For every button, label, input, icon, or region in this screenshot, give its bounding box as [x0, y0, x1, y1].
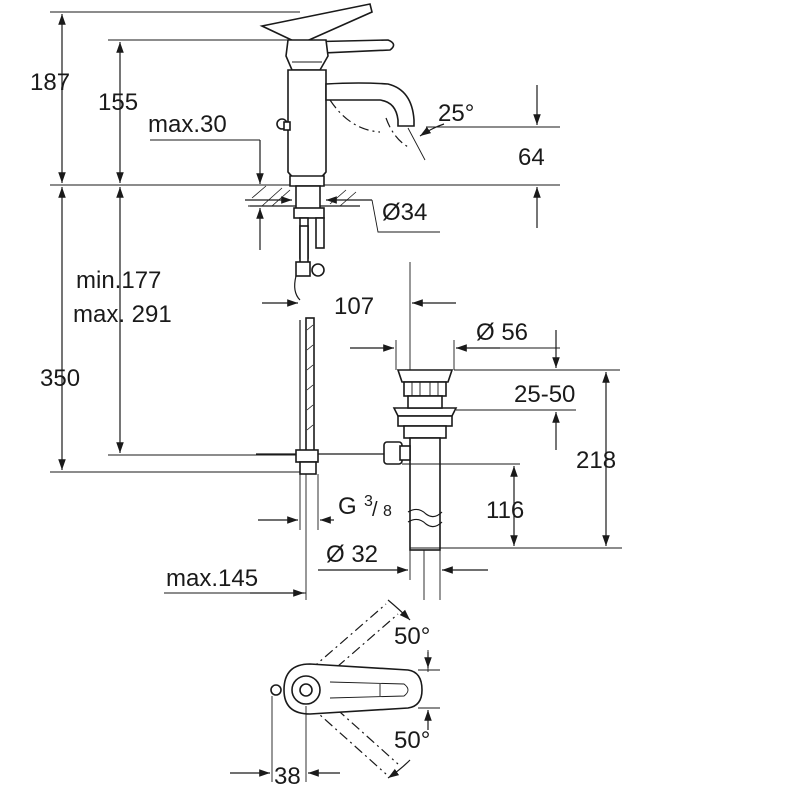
dim-max-30-lines	[150, 139, 298, 250]
dim-dia-56: Ø 56	[476, 319, 528, 346]
angle-25-marker	[407, 123, 500, 161]
dim-dia-32-lines	[318, 550, 488, 600]
dim-min-177: min.177	[76, 267, 161, 294]
dim-max-30: max.30	[148, 111, 227, 138]
dim-107-lines	[262, 262, 456, 370]
dim-dia-32: Ø 32	[326, 541, 378, 568]
dim-thread-slash: /	[372, 499, 378, 521]
dim-25-50-lines	[454, 330, 620, 450]
left-dimension-lines	[50, 11, 360, 473]
dim-dia-56-lines	[350, 340, 560, 370]
faucet-body	[259, 3, 415, 187]
faucet-top-view	[270, 603, 423, 775]
dim-dia-34: Ø34	[382, 199, 427, 226]
dim-187: 187	[30, 69, 70, 96]
dim-max-145: max.145	[166, 565, 258, 592]
dim-218-lines	[410, 372, 622, 549]
dim-64-lines	[360, 85, 560, 228]
dim-dia-34-lines	[245, 196, 440, 233]
dim-38: 38	[274, 763, 301, 790]
dim-25-50: 25-50	[514, 381, 575, 408]
dim-thread-denominator: 8	[383, 503, 392, 520]
dim-max-145-lines	[164, 474, 307, 600]
dim-64: 64	[518, 144, 545, 171]
popup-waste	[318, 369, 458, 551]
dim-116-lines	[402, 463, 520, 546]
dim-angle-25: 25°	[438, 100, 474, 127]
dim-thread-numerator: 3	[364, 493, 373, 510]
dim-350: 350	[40, 365, 80, 392]
angle-50-markers	[387, 599, 440, 779]
flexible-hoses	[256, 225, 325, 475]
dim-218: 218	[576, 447, 616, 474]
dim-angle-50-bottom: 50°	[394, 727, 430, 754]
dim-angle-50-top: 50°	[394, 623, 430, 650]
dim-155: 155	[98, 89, 138, 116]
dim-max-291: max. 291	[73, 301, 172, 328]
dim-g38-lines	[258, 474, 334, 530]
dim-38-lines	[230, 696, 340, 782]
dim-116: 116	[486, 497, 524, 524]
dim-107: 107	[334, 293, 374, 320]
dim-thread-g: G	[338, 493, 357, 520]
